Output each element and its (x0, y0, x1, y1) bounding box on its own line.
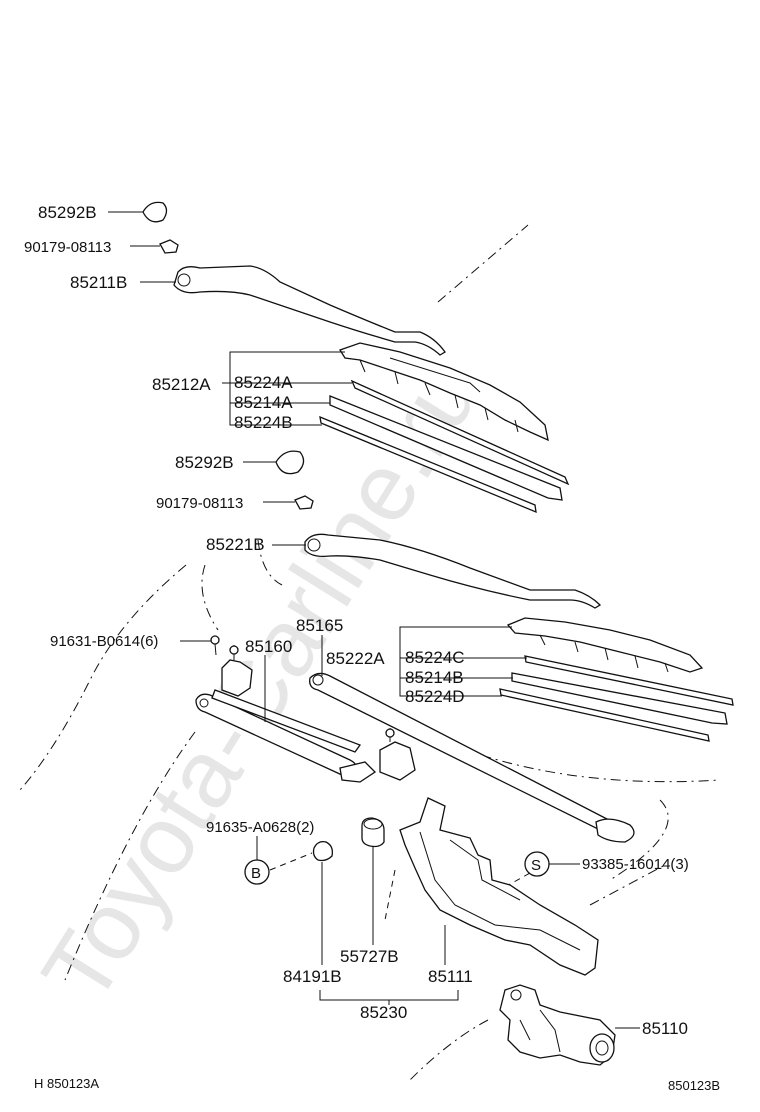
label-blade-left: 85222A (326, 649, 385, 668)
blade-left-bracket (399, 626, 527, 697)
wiper-cap-lower (243, 450, 305, 475)
wiper-arm-right (140, 265, 446, 356)
ref-s-marker: S (524, 851, 580, 877)
link-assy-bracket (319, 990, 459, 1005)
label-insert-a: 85224A (234, 373, 293, 392)
nut-upper (130, 239, 179, 254)
label-blade-right: 85212A (152, 375, 211, 394)
label-rubber-a: 85214A (234, 393, 293, 412)
wiper-blade-right (339, 342, 549, 442)
label-screw: 93385-16014(3) (582, 856, 689, 873)
body-outline (19, 224, 721, 1081)
blade-rubber-b (511, 672, 728, 725)
label-cushion: 84191B (283, 967, 342, 986)
wiper-arm-left (272, 533, 602, 609)
label-grommet: 55727B (340, 947, 399, 966)
label-clip: 91635-A0628(2) (206, 819, 314, 836)
label-insert-c: 85224C (405, 648, 465, 667)
part-labels: 85292B 90179-08113 85211B 85212A 85224A … (24, 203, 720, 1093)
label-link-assy: 85230 (360, 1003, 407, 1022)
cushion (312, 840, 334, 965)
footer-left-code: H 850123A (34, 1076, 99, 1091)
label-motor: 85110 (642, 1019, 688, 1038)
label-cap-lower: 85292B (175, 453, 234, 472)
label-bolt: 91631-B0614(6) (50, 633, 158, 650)
wiper-motor (499, 984, 640, 1066)
blade-right-bracket (222, 351, 352, 426)
footer-right-code: 850123B (668, 1078, 720, 1093)
nut-lower (263, 495, 314, 510)
label-arm-right: 85211B (70, 273, 127, 292)
label-bracket: 85111 (428, 967, 473, 986)
ref-b-marker: B (244, 836, 313, 885)
blade-insert-d (499, 688, 710, 742)
blade-insert-a (350, 379, 570, 486)
wiper-linkage (195, 645, 635, 843)
ref-b-label: B (251, 865, 261, 882)
label-arm-left: 85221B (206, 535, 265, 554)
label-link-rod-1: 85160 (245, 637, 292, 656)
wiper-blade-left (506, 617, 704, 673)
label-cap-upper: 85292B (38, 203, 97, 222)
label-rubber-b: 85214B (405, 668, 464, 687)
label-nut-upper: 90179-08113 (24, 239, 111, 256)
bolt-91631 (180, 635, 220, 656)
mounting-bracket (399, 797, 599, 976)
blade-insert-c (524, 655, 734, 706)
label-insert-b: 85224B (234, 413, 293, 432)
label-nut-lower: 90179-08113 (156, 495, 243, 512)
ref-s-label: S (531, 857, 541, 874)
grommet (361, 817, 385, 945)
blade-insert-b (319, 415, 537, 514)
label-insert-d: 85224D (405, 687, 465, 706)
wiper-cap-upper (108, 201, 168, 223)
label-link-rod-2: 85165 (296, 616, 343, 635)
